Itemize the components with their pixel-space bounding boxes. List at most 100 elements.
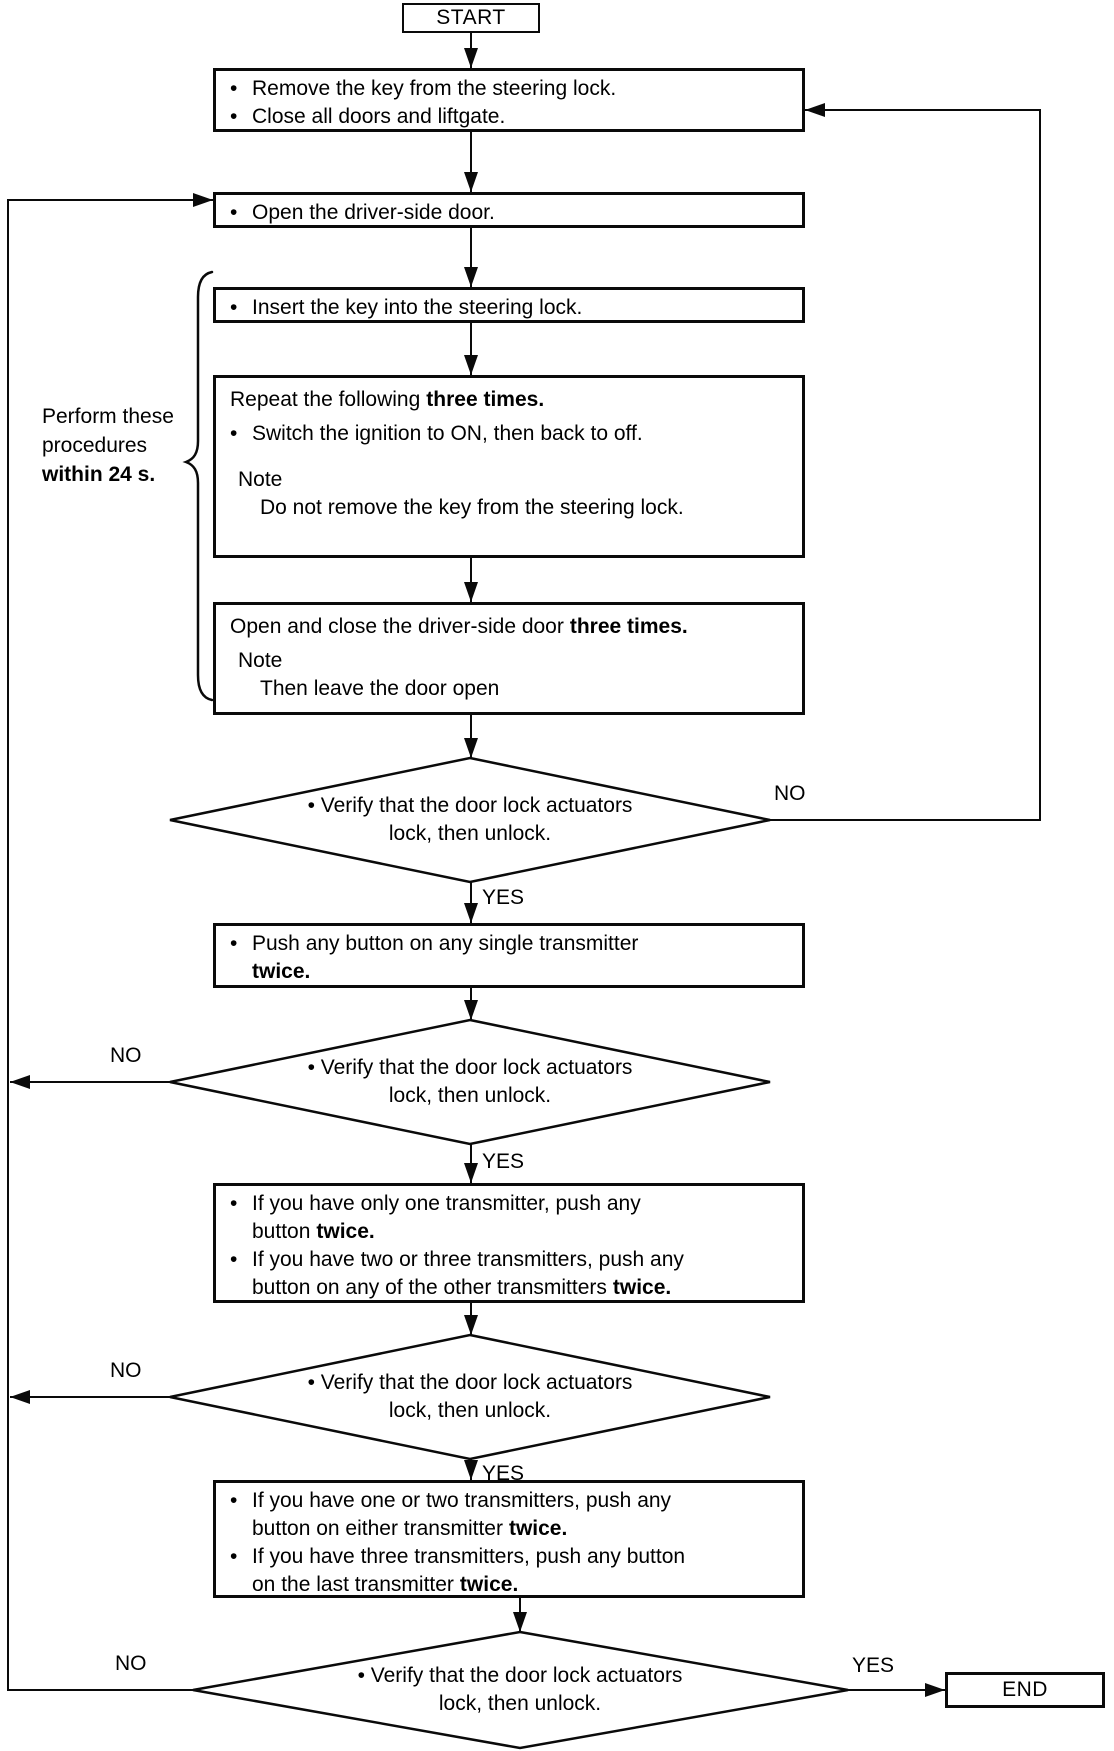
- decision-verify-1: [169, 756, 771, 884]
- line-text: button on either transmitter: [252, 1517, 503, 1540]
- list-item-text: If you have only one transmitter, push a…: [252, 1190, 641, 1246]
- line-text: lock, then unlock.: [438, 1692, 602, 1715]
- start-node: START: [402, 3, 540, 33]
- list-item: • Open the driver-side door.: [230, 199, 792, 227]
- line-text: Verify that the door lock actuators: [320, 794, 633, 817]
- line-text: on the last transmitter: [252, 1573, 454, 1596]
- yes-label-3: YES: [482, 1462, 525, 1485]
- line-text: button on any of the other transmitters: [252, 1276, 607, 1299]
- decision-verify-2: [169, 1018, 771, 1146]
- list-item: • If you have three transmitters, push a…: [230, 1543, 792, 1599]
- line-text: Verify that the door lock actuators: [320, 1371, 633, 1394]
- note-label: Note: [238, 468, 283, 491]
- process-one-or-two-transmitters: • If you have one or two transmitters, p…: [213, 1480, 805, 1598]
- list-item: • Remove the key from the steering lock.: [230, 75, 792, 103]
- line: If you have two or three transmitters, p…: [252, 1248, 684, 1271]
- list-item: • Close all doors and liftgate.: [230, 103, 792, 131]
- line-text: button: [252, 1220, 311, 1243]
- line-text: lock, then unlock.: [388, 1399, 552, 1422]
- line-bold: twice.: [316, 1220, 375, 1243]
- line: • Verify that the door lock actuators: [270, 792, 670, 820]
- no-return-line-left-to-open-door: [7, 193, 213, 1691]
- no-label-3: NO: [110, 1359, 142, 1382]
- line: Push any button on any single transmitte…: [252, 932, 639, 955]
- decision-verify-3: [169, 1333, 771, 1461]
- list-item-text: If you have one or two transmitters, pus…: [252, 1487, 671, 1543]
- bullet-marker: •: [230, 1248, 238, 1271]
- bullet-marker: •: [230, 1545, 238, 1568]
- no-label-4: NO: [115, 1652, 147, 1675]
- list-item-text: Push any button on any single transmitte…: [252, 930, 638, 986]
- no-label-1: NO: [774, 782, 806, 805]
- decision-verify-3-text: • Verify that the door lock actuators lo…: [270, 1369, 670, 1425]
- list-item-text: If you have two or three transmitters, p…: [252, 1246, 684, 1302]
- process-remove-key: • Remove the key from the steering lock.…: [213, 68, 805, 132]
- bullet-marker: •: [230, 932, 238, 955]
- list-item: • If you have one or two transmitters, p…: [230, 1487, 792, 1543]
- line-text: lock, then unlock.: [388, 822, 552, 845]
- list-item-text: If you have three transmitters, push any…: [252, 1543, 685, 1599]
- bullet-marker: •: [230, 201, 238, 224]
- list-item-text: Open the driver-side door.: [252, 201, 495, 224]
- list-item-text: Remove the key from the steering lock.: [252, 77, 617, 100]
- brace-within-24s: [182, 270, 214, 702]
- no-label-2: NO: [110, 1044, 142, 1067]
- process-open-door: • Open the driver-side door.: [213, 192, 805, 228]
- list-item: • If you have only one transmitter, push…: [230, 1190, 792, 1246]
- list-item: • If you have two or three transmitters,…: [230, 1246, 792, 1302]
- list-item-text: Insert the key into the steering lock.: [252, 296, 583, 319]
- bullet-marker: •: [307, 794, 315, 817]
- bullet-marker: •: [307, 1056, 315, 1079]
- bullet-marker: •: [307, 1371, 315, 1394]
- process-insert-key: • Insert the key into the steering lock.: [213, 287, 805, 323]
- line-text: lock, then unlock.: [388, 1084, 552, 1107]
- title-bold-text: three times.: [569, 615, 688, 638]
- note-text: Do not remove the key from the steering …: [260, 496, 684, 519]
- title-bold-text: three times.: [426, 388, 545, 411]
- line: If you have three transmitters, push any…: [252, 1545, 686, 1568]
- line: • Verify that the door lock actuators: [270, 1369, 670, 1397]
- end-node: END: [945, 1672, 1105, 1708]
- list-item: • Insert the key into the steering lock.: [230, 294, 792, 322]
- side-note-line: procedures: [42, 434, 148, 457]
- bullet-marker: •: [230, 296, 238, 319]
- decision-verify-2-text: • Verify that the door lock actuators lo…: [270, 1054, 670, 1110]
- line-bold: twice.: [459, 1573, 519, 1596]
- decision-verify-4-text: • Verify that the door lock actuators lo…: [320, 1662, 720, 1718]
- list-item: • Push any button on any single transmit…: [230, 930, 792, 986]
- yes-label-2: YES: [482, 1150, 525, 1173]
- bullet-marker: •: [230, 105, 238, 128]
- line: If you have one or two transmitters, pus…: [252, 1489, 672, 1512]
- bullet-marker: •: [230, 1192, 238, 1215]
- yes-label-1: YES: [482, 886, 525, 909]
- side-note-line: Perform these: [42, 405, 174, 428]
- note-label: Note: [238, 649, 283, 672]
- side-note-within-24s: Perform these procedures within 24 s.: [42, 402, 202, 489]
- line: • Verify that the door lock actuators: [270, 1054, 670, 1082]
- line-bold: twice.: [252, 960, 311, 983]
- bullet-marker: •: [357, 1664, 365, 1687]
- line-bold: twice.: [508, 1517, 568, 1540]
- decision-verify-1-text: • Verify that the door lock actuators lo…: [270, 792, 670, 848]
- process-one-transmitter: • If you have only one transmitter, push…: [213, 1183, 805, 1303]
- start-label: START: [436, 6, 506, 29]
- title-text: Repeat the following: [230, 388, 421, 411]
- line-text: Verify that the door lock actuators: [320, 1056, 633, 1079]
- list-item-text: Close all doors and liftgate.: [252, 105, 506, 128]
- yes-label-4: YES: [852, 1654, 895, 1677]
- process-push-any-button: • Push any button on any single transmit…: [213, 923, 805, 988]
- side-note-line-bold: within 24 s.: [42, 463, 156, 486]
- end-label: END: [1002, 1678, 1048, 1701]
- note-text: Then leave the door open: [260, 677, 500, 700]
- list-item: • Switch the ignition to ON, then back t…: [230, 420, 792, 448]
